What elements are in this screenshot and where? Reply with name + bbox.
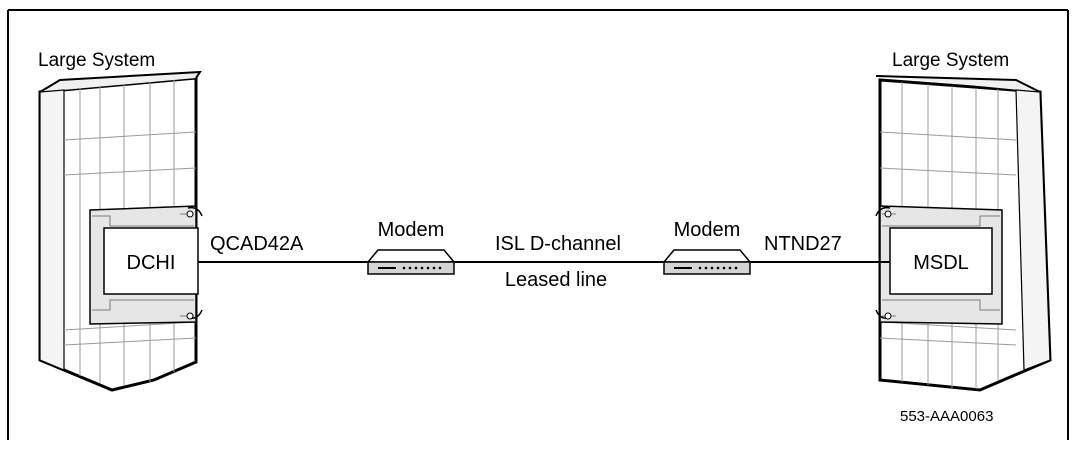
left-modem-icon	[366, 249, 456, 275]
dchi-label: DCHI	[127, 252, 176, 274]
isl-d-channel-label: ISL D-channel	[495, 233, 621, 255]
right-modem-icon	[662, 249, 752, 275]
left-system-title: Large System	[38, 50, 155, 71]
left-cabinet	[38, 70, 203, 392]
msdl-card-box	[889, 227, 993, 295]
right-system-title: Large System	[892, 50, 1009, 71]
left-modem-label: Modem	[378, 219, 445, 241]
right-cabinet	[875, 75, 1052, 392]
ntnd27-label: NTND27	[764, 233, 842, 255]
outer-border	[7, 9, 1069, 440]
qcad42a-label: QCAD42A	[210, 233, 304, 255]
msdl-label: MSDL	[913, 252, 969, 274]
leased-line-label: Leased line	[505, 269, 607, 291]
right-modem-label: Modem	[674, 219, 741, 241]
figure-id: 553-AAA0063	[900, 408, 993, 425]
